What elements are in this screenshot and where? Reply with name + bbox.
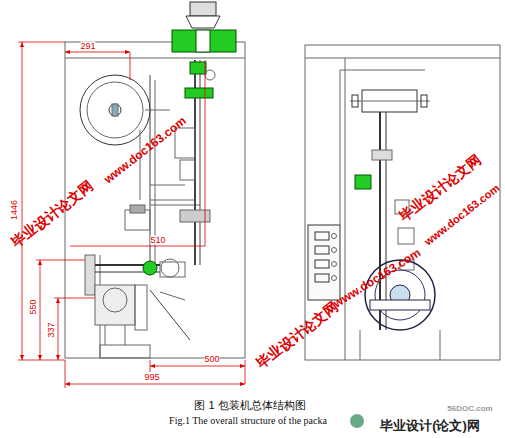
logo-text: 毕业设计(论文)网	[380, 419, 480, 432]
dimension: 500	[204, 355, 219, 364]
dimension: 995	[144, 373, 159, 382]
logo-text: 56DOC.com	[447, 405, 492, 413]
dimension: 1446	[10, 200, 19, 220]
dimension: 550	[29, 299, 38, 314]
dimension: 337	[47, 322, 56, 337]
caption-english: Fig.1 The overall structure of the packa	[169, 416, 327, 426]
dimension: 291	[80, 42, 95, 51]
logo-mark	[350, 414, 364, 428]
dimension: 510	[150, 236, 165, 245]
figure-caption: 图 1 包装机总体结构图	[194, 400, 305, 411]
